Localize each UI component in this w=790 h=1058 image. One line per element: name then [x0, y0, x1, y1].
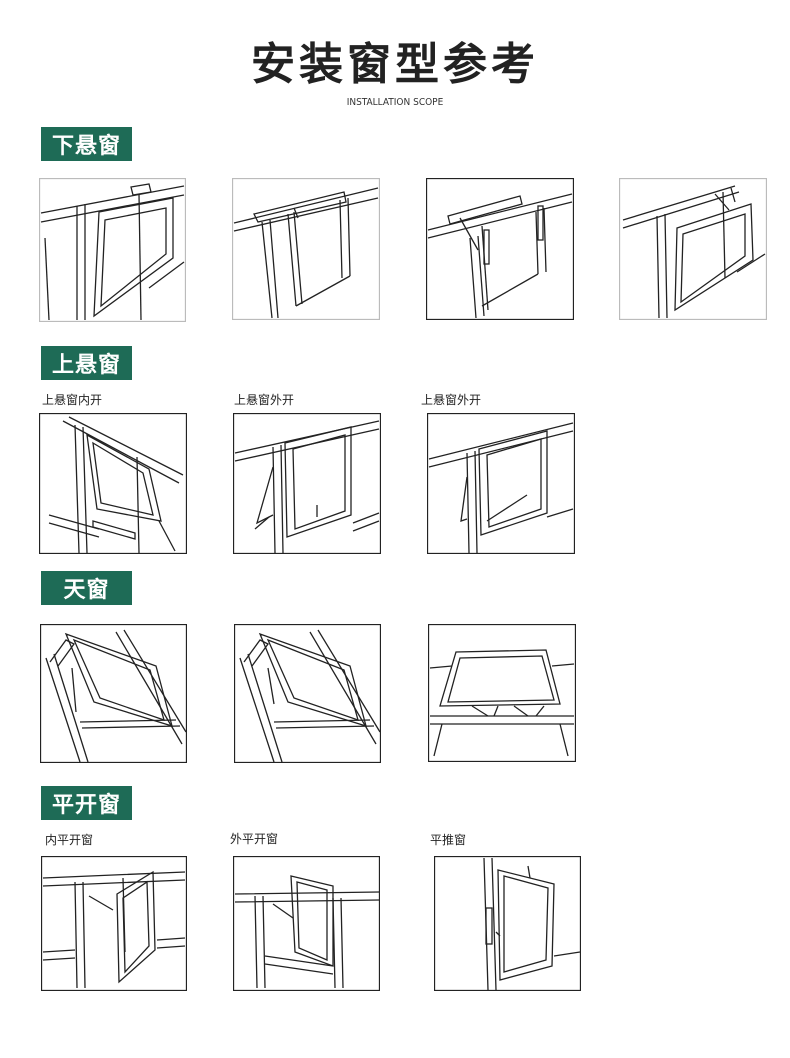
page-title: 安装窗型参考 — [251, 39, 539, 90]
diagram-push-out — [434, 856, 581, 991]
section-heading-casement: 平开窗 — [41, 786, 132, 820]
page-subtitle: INSTALLATION SCOPE — [346, 97, 444, 108]
diagram-casement-outward — [233, 856, 380, 991]
caption-casement-outward: 外平开窗 — [230, 832, 279, 846]
diagram-bottom-hung-1 — [39, 178, 186, 322]
diagram-top-hung-outward-1 — [233, 413, 381, 554]
diagram-top-hung-outward-2 — [427, 413, 575, 554]
diagram-bottom-hung-3 — [426, 178, 574, 320]
caption-top-hung-outward-2: 上悬窗外开 — [421, 393, 482, 407]
diagram-skylight-2 — [234, 624, 381, 763]
section-heading-skylight: 天窗 — [41, 571, 132, 605]
diagram-skylight-3 — [428, 624, 576, 762]
diagram-bottom-hung-4 — [619, 178, 767, 320]
caption-casement-inward: 内平开窗 — [45, 833, 94, 847]
diagram-bottom-hung-2 — [232, 178, 380, 320]
caption-push-out: 平推窗 — [430, 833, 467, 847]
diagram-casement-inward — [41, 856, 187, 991]
caption-top-hung-outward-1: 上悬窗外开 — [234, 393, 295, 407]
diagram-skylight-1 — [40, 624, 187, 763]
section-heading-bottom-hung: 下悬窗 — [41, 127, 132, 161]
diagram-top-hung-inward — [39, 413, 187, 554]
caption-top-hung-inward: 上悬窗内开 — [42, 393, 103, 407]
section-heading-top-hung: 上悬窗 — [41, 346, 132, 380]
